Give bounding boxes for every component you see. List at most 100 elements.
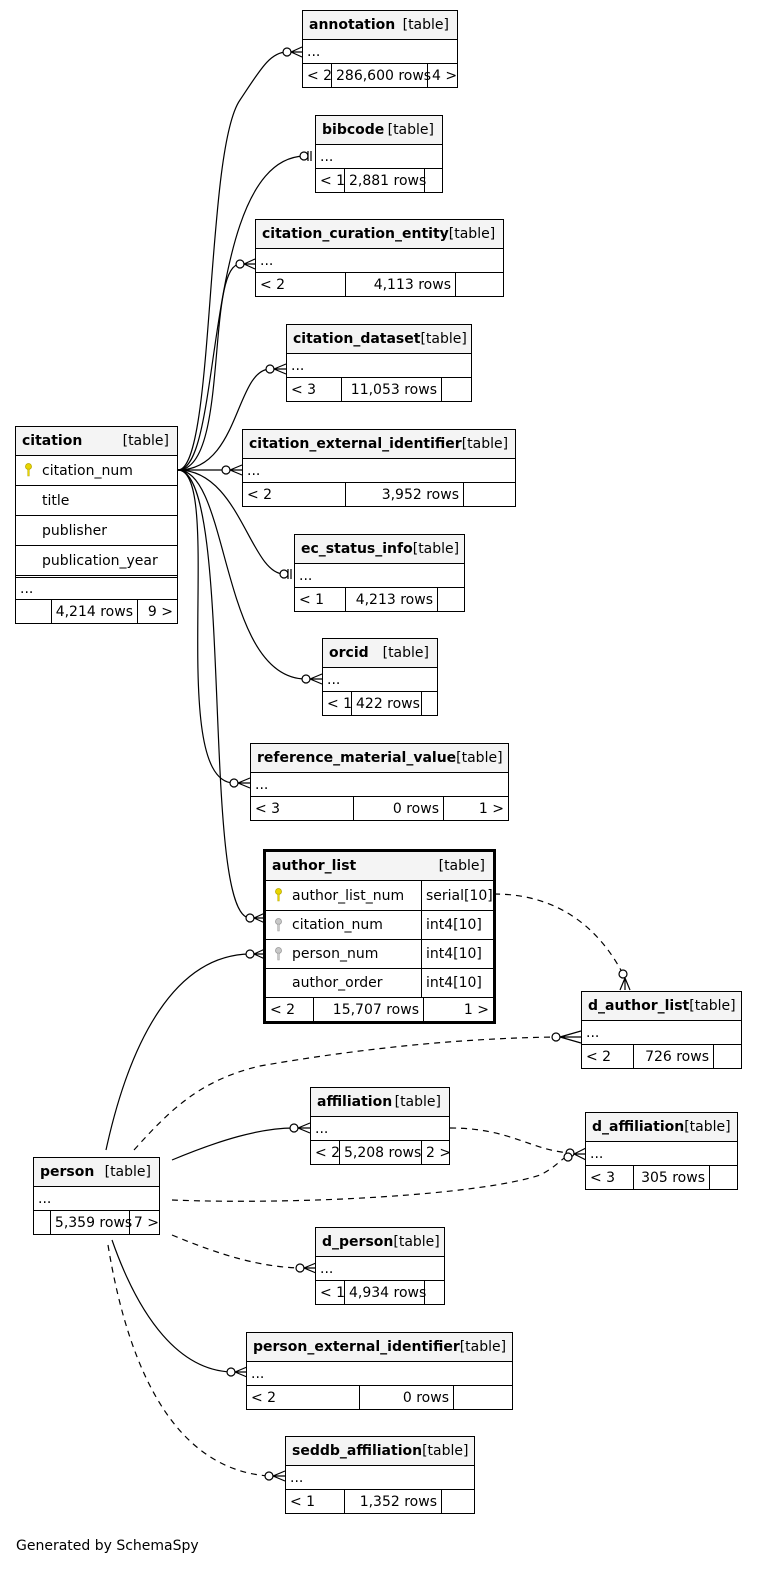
- column-name: citation_num: [42, 462, 133, 479]
- table-bibcode[interactable]: bibcode [table] ... < 1 2,881 rows: [315, 115, 443, 193]
- table-type: [table]: [393, 1234, 440, 1250]
- edge-citation-citation-curation-entity: [177, 263, 241, 471]
- table-seddb-affiliation[interactable]: seddb_affiliation [table] ... < 1 1,352 …: [285, 1436, 475, 1514]
- table-name[interactable]: citation_curation_entity: [262, 226, 449, 242]
- table-citation-external-identifier[interactable]: citation_external_identifier [table] ...…: [242, 429, 516, 507]
- row-count: 15,707 rows: [313, 998, 423, 1021]
- table-name[interactable]: bibcode: [322, 122, 385, 138]
- parents-count[interactable]: < 1: [320, 172, 346, 189]
- table-citation-dataset[interactable]: citation_dataset [table] ... < 3 11,053 …: [286, 324, 472, 402]
- parents-count[interactable]: < 2: [586, 1048, 612, 1065]
- table-name[interactable]: ec_status_info: [301, 541, 413, 557]
- row-count: 286,600 rows: [331, 64, 431, 87]
- children-count[interactable]: 2 >: [421, 1141, 451, 1164]
- table-name[interactable]: orcid: [329, 645, 369, 661]
- column-citation-num[interactable]: citation_num: [266, 911, 421, 939]
- parents-count[interactable]: < 2: [251, 1389, 277, 1406]
- row-count: 2,881 rows: [344, 169, 426, 192]
- children-count: [424, 169, 442, 192]
- ellipsis: ...: [590, 1145, 604, 1162]
- table-name[interactable]: reference_material_value: [257, 750, 457, 766]
- table-name[interactable]: annotation: [309, 17, 396, 33]
- edge-affiliation-d-affiliation: [449, 1127, 571, 1154]
- table-type: [table]: [448, 226, 496, 242]
- table-d-author-list[interactable]: d_author_list [table] ... < 2 726 rows: [581, 991, 742, 1069]
- parents-count[interactable]: < 3: [255, 800, 281, 817]
- column-person-num[interactable]: person_num: [266, 940, 421, 968]
- table-d-person[interactable]: d_person [table] ... < 1 4,934 rows: [315, 1227, 445, 1305]
- ellipsis: ...: [320, 1260, 334, 1277]
- children-count[interactable]: 1 >: [443, 797, 508, 820]
- ellipsis: ...: [247, 462, 261, 479]
- table-name[interactable]: d_person: [322, 1234, 394, 1250]
- column-author-order[interactable]: author_order: [292, 975, 383, 991]
- parents-count[interactable]: < 2: [270, 1001, 296, 1018]
- parents-count[interactable]: < 1: [320, 1284, 346, 1301]
- table-name[interactable]: author_list: [272, 858, 357, 874]
- children-count[interactable]: 1 >: [423, 998, 493, 1021]
- row-count: 5,359 rows: [49, 1211, 132, 1234]
- column-citation-num[interactable]: citation_num: [16, 456, 177, 485]
- parents-count[interactable]: < 2: [260, 276, 286, 293]
- table-name[interactable]: citation: [22, 433, 83, 449]
- table-type: [table]: [412, 541, 460, 557]
- column-publisher[interactable]: publisher: [42, 522, 107, 539]
- table-person[interactable]: person [table] ... 5,359 rows 7 >: [33, 1157, 160, 1235]
- parents-count[interactable]: < 2: [315, 1144, 341, 1161]
- parents-count[interactable]: < 2: [247, 486, 273, 503]
- table-name[interactable]: citation_external_identifier: [249, 436, 462, 452]
- table-name[interactable]: d_affiliation: [592, 1119, 685, 1135]
- parents-count[interactable]: < 1: [290, 1493, 316, 1510]
- ellipsis: ...: [38, 1190, 52, 1207]
- table-name[interactable]: d_author_list: [588, 998, 690, 1014]
- children-count: [421, 692, 437, 715]
- table-ec-status-info[interactable]: ec_status_info [table] ... < 1 4,213 row…: [294, 534, 465, 612]
- table-citation-curation-entity[interactable]: citation_curation_entity [table] ... < 2…: [255, 219, 504, 297]
- table-type: [table]: [104, 1164, 151, 1180]
- table-name[interactable]: affiliation: [317, 1094, 393, 1110]
- ellipsis: ...: [327, 671, 341, 688]
- table-annotation[interactable]: annotation [table] ... < 2 286,600 rows …: [302, 10, 458, 88]
- ellipsis: ...: [315, 1120, 329, 1137]
- edge-citation-annotation: [177, 51, 288, 471]
- table-orcid[interactable]: orcid [table] ... < 1 422 rows: [322, 638, 438, 716]
- table-author-list[interactable]: author_list [table] author_list_num seri…: [263, 849, 496, 1024]
- row-count: 422 rows: [351, 692, 421, 715]
- ellipsis: ...: [320, 148, 334, 165]
- primary-key-icon: [25, 463, 32, 477]
- table-type: [table]: [382, 645, 429, 661]
- table-name[interactable]: person: [40, 1164, 95, 1180]
- edge-citation-reference-material-value: [177, 469, 235, 784]
- edge-citation-orcid: [177, 469, 307, 680]
- table-person-external-identifier[interactable]: person_external_identifier [table] ... <…: [246, 1332, 513, 1410]
- table-name[interactable]: person_external_identifier: [253, 1339, 460, 1355]
- parents-count[interactable]: < 1: [299, 591, 325, 608]
- children-count[interactable]: 4 >: [427, 64, 457, 87]
- column-author-list-num[interactable]: author_list_num: [266, 881, 421, 910]
- table-affiliation[interactable]: affiliation [table] ... < 2 5,208 rows 2…: [310, 1087, 451, 1165]
- parents-count[interactable]: < 3: [590, 1169, 616, 1186]
- parents-count[interactable]: < 1: [327, 695, 353, 712]
- parents-count[interactable]: < 3: [291, 381, 317, 398]
- table-reference-material-value[interactable]: reference_material_value [table] ... < 3…: [250, 743, 509, 821]
- children-count: [453, 1386, 512, 1409]
- table-name[interactable]: citation_dataset: [293, 331, 421, 347]
- ellipsis: ...: [307, 43, 321, 60]
- column-title[interactable]: title: [42, 492, 70, 509]
- edge-person-person-external-identifier: [111, 1239, 232, 1373]
- row-count: 5,208 rows: [339, 1141, 421, 1164]
- children-count: [437, 588, 464, 611]
- children-count[interactable]: 7 >: [128, 1211, 159, 1234]
- table-name[interactable]: seddb_affiliation: [292, 1443, 423, 1459]
- edge-citation-bibcode: [177, 155, 305, 471]
- column-type: int4[10]: [421, 940, 493, 968]
- children-count: [713, 1045, 741, 1068]
- table-citation[interactable]: citation [table] citation_num title publ…: [15, 426, 178, 624]
- parents-count[interactable]: < 2: [307, 67, 333, 84]
- foreign-key-icon: [275, 918, 282, 932]
- ellipsis: ...: [260, 252, 274, 269]
- column-publication-year[interactable]: publication_year: [42, 552, 158, 569]
- table-type: [table]: [689, 998, 736, 1014]
- table-d-affiliation[interactable]: d_affiliation [table] ... < 3 305 rows: [585, 1112, 738, 1190]
- children-count[interactable]: 9 >: [137, 600, 177, 623]
